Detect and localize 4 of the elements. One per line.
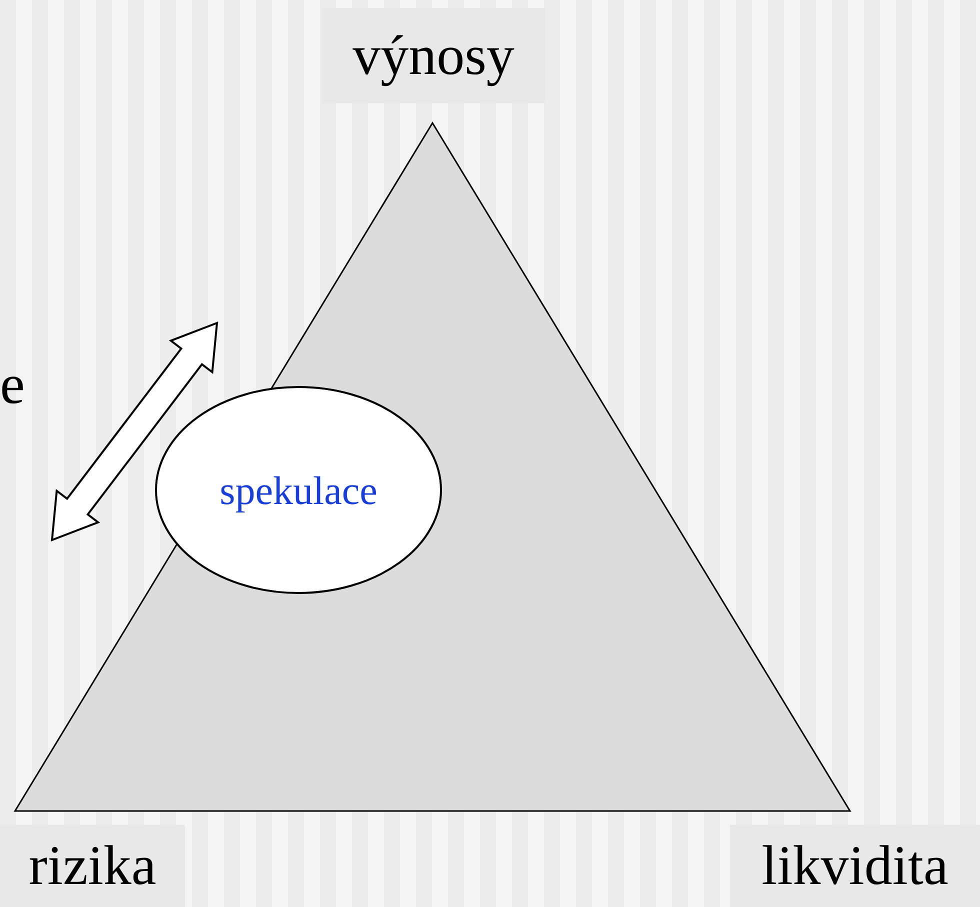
node-label: spekulace <box>220 466 378 514</box>
corner-label: rizika <box>28 838 156 894</box>
corner-label: likvidita <box>762 838 948 894</box>
corner-label: e <box>0 357 25 413</box>
